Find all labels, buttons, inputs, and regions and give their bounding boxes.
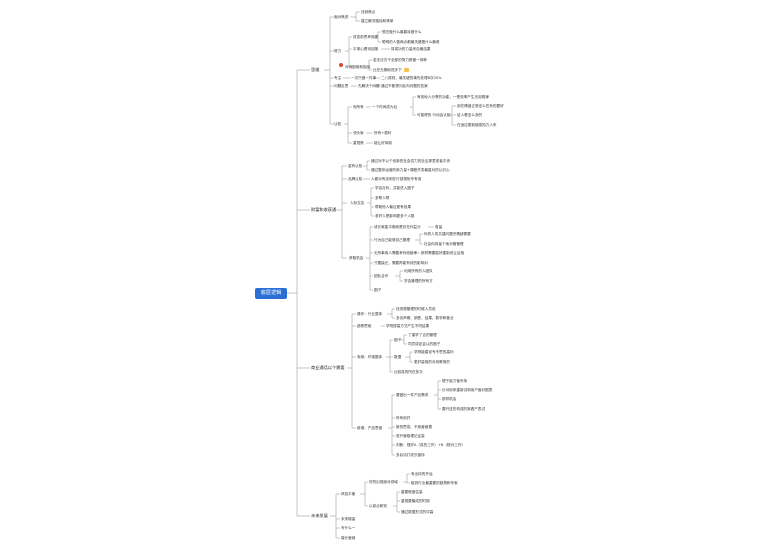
node-effort-a[interactable]: 改变前思考前提 <box>353 35 379 39</box>
node-risk-a2[interactable]: 取到行业最重要的趋势和专家 <box>411 481 458 485</box>
node-opp-b[interactable]: 无所事用人需要考利而被考 <box>374 251 418 255</box>
node-future-2[interactable]: 未来增量 <box>341 517 356 521</box>
node-focus-2[interactable]: 二八原则，最关键的事先处理8次20% <box>381 76 442 80</box>
node-opp-a2[interactable]: 社会你到量个地对管管理 <box>424 242 464 246</box>
node-effort-a2[interactable]: 聪明的人做两点都最关键做什么最难 <box>382 40 440 44</box>
node-opp-c[interactable]: 只要缺乏，需要再能有效的影响对 <box>374 261 428 265</box>
node-trend-1[interactable]: 学院提高方式产生不同结果 <box>386 324 430 328</box>
node-social-2[interactable]: 多帮人帮 <box>375 196 390 200</box>
node-env-c[interactable]: 比较真的所在多次 <box>394 370 423 374</box>
node-effort-c2[interactable]: 比在无期盼进步下 <box>373 68 409 72</box>
alert-icon <box>339 63 343 67</box>
node-product-3[interactable]: 查开营取理论证量 <box>396 434 425 438</box>
node-wealth-cog-1[interactable]: 通过对不以个创新的社会供力的社区那里或者中央 <box>371 159 451 163</box>
node-product-a1[interactable]: 理于能力营市场 <box>442 379 468 383</box>
node-product-2[interactable]: 新的思成、不用营营遭 <box>396 425 432 429</box>
node-opp-d1[interactable]: 利用所有的人团队 <box>404 269 433 273</box>
node-opp-d2[interactable]: 学会管理的所有方 <box>404 279 433 283</box>
node-cog-a-sub2[interactable]: 给人看至么多的 <box>457 113 483 117</box>
node-opp-b2[interactable]: 那样需要能好建制说让后相 <box>421 251 465 255</box>
root-node[interactable]: 底层逻辑 <box>255 288 287 299</box>
node-anxiety-2[interactable]: 建立解决路径和清单 <box>361 19 394 23</box>
node-social-3[interactable]: 帮助他人最近更有效果 <box>375 205 411 209</box>
node-brand-1[interactable]: 人都对有定和在行部规矩专有用 <box>371 177 422 181</box>
node-product-5[interactable]: 多后功打成长营持 <box>396 453 425 457</box>
node-opp-d[interactable]: 团队合作 <box>374 274 389 278</box>
node-trend[interactable]: 趋势思维 <box>357 324 372 328</box>
node-effort-a1[interactable]: 想去做什么最喜欢做什么 <box>382 30 422 34</box>
node-cog-a-sub3[interactable]: 在适应更新被感知力人来 <box>457 123 497 127</box>
node-wealth-cog[interactable]: 富有认知 <box>348 164 363 168</box>
node-social-4[interactable]: 老好人是影响更多个人数 <box>375 214 415 218</box>
node-product-a3[interactable]: 那样机会 <box>442 397 457 401</box>
node-cog-c1[interactable]: 能让好体制 <box>374 141 392 145</box>
node-industry-1[interactable]: 找资源管理的时候人员说 <box>396 307 436 311</box>
node-risk-b3[interactable]: 通过数据形式的评高 <box>401 510 434 514</box>
node-focus[interactable]: 专注 <box>334 76 342 80</box>
branch-wealth[interactable]: 财富和收获通 <box>311 207 337 212</box>
branch-future[interactable]: 未来发展 <box>311 513 328 518</box>
branch-thinking[interactable]: 思维 <box>311 67 320 72</box>
node-cog-a-sub1[interactable]: 用在情绪正常定么些系的要好 <box>457 104 504 108</box>
node-cog-b[interactable]: 领头家 <box>353 131 364 135</box>
node-env-b[interactable]: 数据 <box>394 355 402 359</box>
node-product[interactable]: 新增：产品思维 <box>357 426 383 430</box>
node-risk-a[interactable]: 好的出现面对领域 <box>369 480 398 484</box>
node-industry-2[interactable]: 多总声期、销售、结果、数学和营业 <box>396 316 454 320</box>
node-industry[interactable]: 操作：行业整体 <box>357 312 383 316</box>
node-product-1[interactable]: 所有用开 <box>396 416 411 420</box>
smile-emoji-icon <box>403 68 409 72</box>
node-env-a[interactable]: 圈子 <box>394 338 402 342</box>
node-env-b2[interactable]: 更好量相的对持教育的 <box>414 360 450 364</box>
node-risk-b2[interactable]: 重视要最成的时报 <box>401 499 430 503</box>
node-environment[interactable]: 渐渐：环境整体 <box>357 355 383 359</box>
node-risk-b[interactable]: 以前点和知 <box>369 504 387 508</box>
node-reflect[interactable]: 问题反思 <box>334 84 349 88</box>
node-env-a1[interactable]: 了重学了合的管理 <box>408 333 437 337</box>
node-product-a4[interactable]: 要开这些构成的新看产表试 <box>442 407 486 411</box>
node-opp-a[interactable]: 行为自己能够自己管理 <box>374 238 410 242</box>
node-product-a2[interactable]: 针对用来重新试和用户面对图表 <box>442 388 493 392</box>
node-cog-a-sub[interactable]: 可能得的 行动会认知 <box>417 113 451 117</box>
node-anxiety-1[interactable]: 找到焦点 <box>361 10 376 14</box>
node-env-b1[interactable]: 学院能建设专不思的高利 <box>414 350 454 354</box>
node-effort-b[interactable]: 平常心看待回报 <box>353 47 379 51</box>
node-risk-b1[interactable]: 重要程度估量 <box>401 490 423 494</box>
node-effort-b1[interactable]: 将成功的力量来自最结果 <box>391 47 431 51</box>
node-effort-c1[interactable]: 若无法去干全部的努力那做一场种 <box>373 58 427 62</box>
node-cognition[interactable]: 认知 <box>334 122 342 126</box>
node-social[interactable]: 人际交友 <box>350 201 365 205</box>
node-brand[interactable]: 品牌认知 <box>348 177 363 181</box>
node-reflect-1[interactable]: 先解决个问题 <box>358 84 380 88</box>
node-future-3[interactable]: 写什么一 <box>341 526 356 530</box>
node-anxiety[interactable]: 面对焦虑 <box>334 15 349 19</box>
node-opp-1b[interactable]: 首量 <box>435 225 443 229</box>
node-cog-a-top[interactable]: 有效地人分享的功能，一是效率产生无用规律 <box>417 95 489 99</box>
node-reflect-2[interactable]: 通过不断提问反向问题的答案 <box>381 84 428 88</box>
branch-business[interactable]: 商业通话以个需要 <box>311 365 345 370</box>
node-cog-b1[interactable]: 所有+费利 <box>374 131 392 135</box>
node-cog-a-mid[interactable]: 一个时间成为目 <box>372 105 398 109</box>
node-opp-e[interactable]: 圈子 <box>374 288 382 292</box>
node-product-a[interactable]: 要做出一件产品需求 <box>396 393 429 397</box>
node-effort[interactable]: 努力 <box>334 49 342 53</box>
node-opp-a1[interactable]: 你的人的共建问题完情绪需要 <box>424 232 471 236</box>
node-opp-1[interactable]: 成长就能平衡而是处在利益分 <box>374 225 421 229</box>
node-risk[interactable]: 风险平衡 <box>341 492 356 496</box>
node-cog-c[interactable]: 重视策 <box>353 141 364 145</box>
node-cog-a[interactable]: 而所有 <box>353 105 364 109</box>
node-social-1[interactable]: 学会社利，并能进入圈子 <box>375 186 415 190</box>
node-future-4[interactable]: 增长营销 <box>341 536 356 540</box>
node-effort-c[interactable]: 对待困难和挑战 <box>345 65 371 69</box>
node-product-4[interactable]: 判断：规好A（真的工作）+B（核对工作） <box>396 443 466 447</box>
node-risk-a1[interactable]: 有出持的开运 <box>411 472 433 476</box>
node-focus-1[interactable]: 一次只做一件事 <box>351 76 377 80</box>
node-wealth-cog-2[interactable]: 通过整体运营的新力量+课程开发最高对的认识心 <box>371 168 450 172</box>
node-opportunity[interactable]: 获取机会 <box>349 256 364 260</box>
node-env-a2[interactable]: 同员成定会认的圈子 <box>408 342 441 346</box>
